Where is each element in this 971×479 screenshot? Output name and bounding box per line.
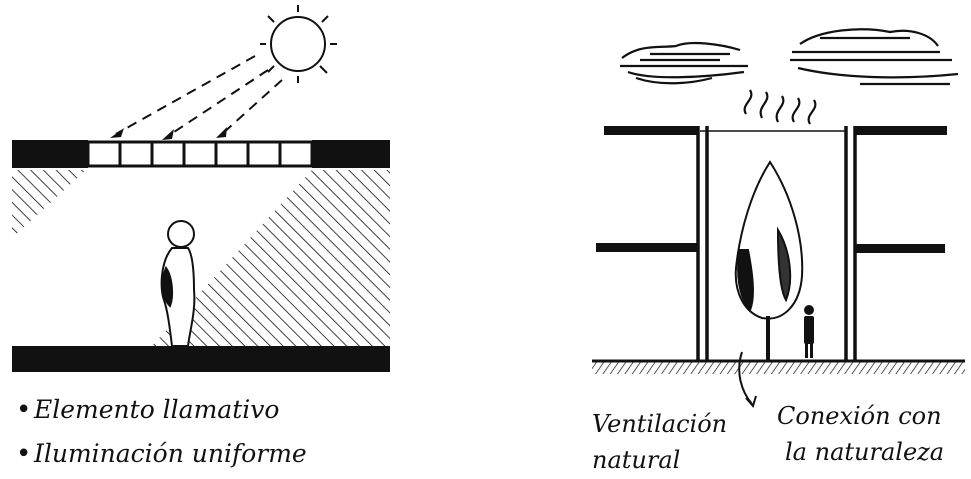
left-skylight-diagram [12,5,390,372]
bullet-text-2: Iluminación uniforme [33,439,307,468]
person-figure [162,221,195,346]
light-hatching [12,170,390,348]
cloud-icon [790,29,958,84]
light-ray-arrows [116,56,282,136]
roof-slab-right [312,140,390,168]
bullet-text-1: Elemento llamativo [33,395,279,424]
ventilation-label-2: natural [592,446,680,474]
building-left [596,126,707,362]
bullet-marker: • [16,439,31,469]
building-right [846,126,947,362]
air-flow-icon [745,90,816,124]
connection-label-1: Conexión con [777,402,942,430]
roof-slab-left [12,140,88,168]
right-labels: Ventilación natural Conexión con la natu… [592,402,944,474]
connection-label-2: la naturaleza [785,438,944,466]
right-courtyard-diagram [592,29,965,406]
bullet-marker: • [16,395,31,425]
sun-icon [260,5,337,83]
skylight [88,142,312,166]
left-bullet-list: • Elemento llamativo • Iluminación unifo… [16,395,307,469]
person-figure [804,305,814,358]
floor-slab [12,346,390,372]
tree-icon [736,162,802,360]
ground-hatch [592,362,965,374]
cloud-icon [620,43,748,83]
arrowheads [110,127,227,140]
ventilation-label-1: Ventilación [592,410,727,438]
